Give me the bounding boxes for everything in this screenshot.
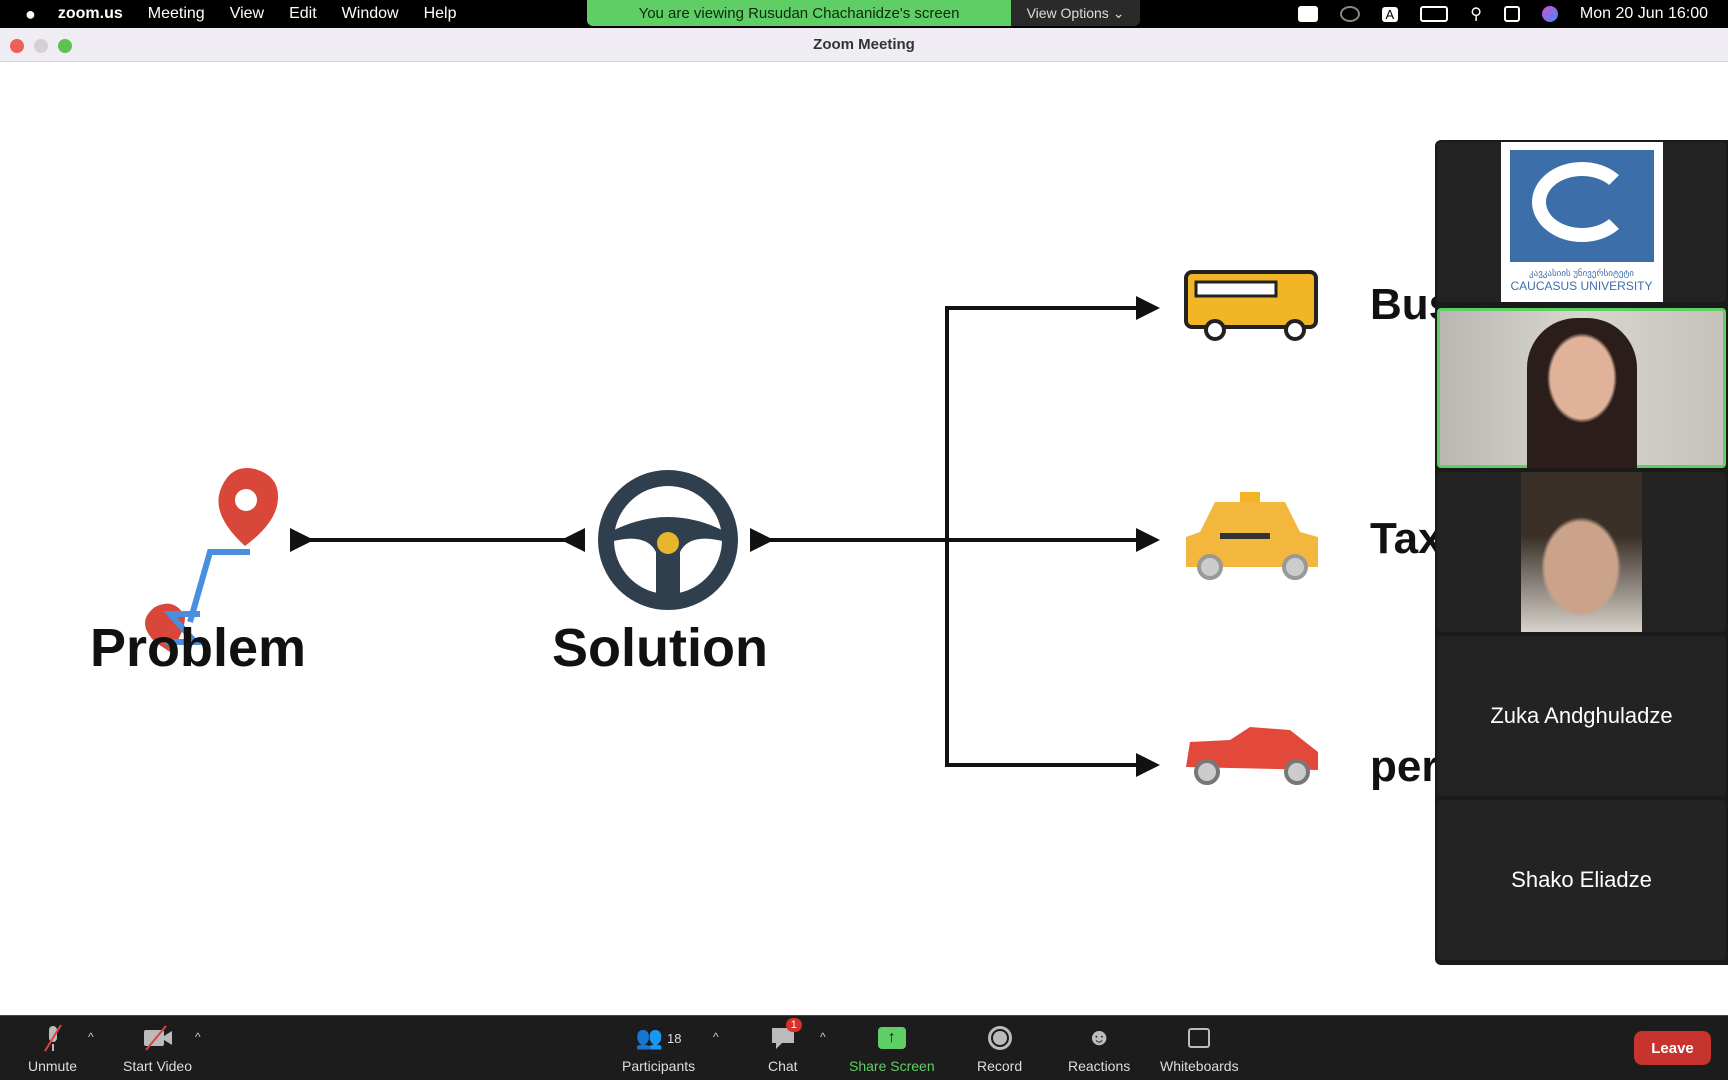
chat-badge: 1 [785,1018,802,1032]
menu-meeting[interactable]: Meeting [147,5,205,22]
reactions-button[interactable]: ☻ Reactions [1068,1024,1130,1074]
problem-label: Problem [90,618,307,678]
arrowheads [290,296,1160,777]
bus-icon [1184,270,1318,341]
participants-icon-group: 👥18 [636,1024,682,1052]
leave-button[interactable]: Leave [1634,1031,1711,1065]
logo-text-georgian: კავკასიის უნივერსიტეტი [1529,268,1634,278]
title-bar: Zoom Meeting [0,28,1728,62]
whiteboards-label: Whiteboards [1160,1058,1239,1074]
audio-options-caret[interactable]: ^ [88,1030,94,1044]
chat-icon: 1 [770,1018,802,1052]
video-off-icon [142,1024,174,1052]
menu-app[interactable]: zoom.us [57,5,123,22]
view-options-label: View Options [1026,5,1109,21]
reactions-label: Reactions [1068,1058,1131,1074]
menu-window[interactable]: Window [341,5,399,22]
battery-icon[interactable] [1420,6,1449,22]
status-area: A ⚲ Mon 20 Jun 16:00 [1297,0,1708,28]
minimize-button[interactable] [34,39,48,53]
record-label: Record [977,1058,1023,1074]
participant-tile-video[interactable] [1437,472,1726,632]
chat-caret[interactable]: ^ [820,1030,826,1044]
zoom-button[interactable] [58,39,72,53]
clock[interactable]: Mon 20 Jun 16:00 [1579,5,1708,22]
steering-wheel-icon [598,470,738,610]
unmute-button[interactable]: Unmute [28,1024,77,1074]
participants-count: 18 [667,1030,682,1046]
share-screen-label: Share Screen [849,1058,935,1074]
whiteboards-button[interactable]: Whiteboards [1160,1024,1239,1074]
participant-tile-shako[interactable]: Shako Eliadze [1437,800,1726,960]
participant-name: Shako Eliadze [1511,867,1652,892]
share-screen-icon: ↑ [877,1024,906,1052]
start-video-label: Start Video [123,1058,193,1074]
menu-edit[interactable]: Edit [289,5,317,22]
control-center-icon[interactable] [1503,6,1520,22]
apple-icon[interactable]: ● [25,3,36,24]
speaker-video [1526,318,1637,468]
window-title: Zoom Meeting [813,36,915,53]
taxi-icon [1186,492,1318,580]
participants-panel: კავკასიის უნივერსიტეტი CAUCASUS UNIVERSI… [1435,140,1728,965]
creative-cloud-icon[interactable] [1339,6,1360,22]
siri-icon[interactable] [1541,6,1558,22]
chat-label: Chat [768,1058,798,1074]
participant-video [1521,472,1642,632]
whiteboard-icon [1188,1024,1211,1052]
menu-view[interactable]: View [229,5,265,22]
record-icon [987,1024,1012,1052]
participants-label: Participants [622,1058,696,1074]
car-icon [1186,727,1318,785]
university-logo: კავკასიის უნივერსიტეტი CAUCASUS UNIVERSI… [1500,142,1663,302]
search-icon[interactable]: ⚲ [1470,6,1482,23]
participant-tile-active-speaker[interactable] [1437,308,1726,468]
mic-muted-icon [41,1024,65,1052]
participants-icon: 👥 [635,1025,664,1050]
reactions-icon: ☻ [1086,1024,1112,1051]
map-pin-icon [145,467,279,652]
input-source-icon[interactable]: A [1381,6,1399,22]
logo-text: CAUCASUS UNIVERSITY [1510,279,1653,293]
video-options-caret[interactable]: ^ [195,1030,201,1044]
share-screen-button[interactable]: ↑ Share Screen [849,1024,935,1074]
logo-mark-icon [1509,150,1654,262]
record-button[interactable]: Record [977,1024,1022,1074]
participant-tile-university[interactable]: კავკასიის უნივერსიტეტი CAUCASUS UNIVERSI… [1437,142,1726,302]
viewing-banner: You are viewing Rusudan Chachanidze's sc… [587,0,1011,26]
close-button[interactable] [10,39,24,53]
view-options-button[interactable]: View Options ⌄ [1011,0,1140,26]
participant-name: Zuka Andghuladze [1490,703,1673,728]
diagram [145,270,1318,785]
unmute-label: Unmute [28,1058,78,1074]
menu-help[interactable]: Help [423,5,457,22]
connector-lines [300,306,1145,767]
option-taxi-label: Tax [1370,514,1443,563]
start-video-button[interactable]: Start Video [123,1024,192,1074]
option-personal-label: per [1370,742,1439,791]
chevron-down-icon: ⌄ [1112,4,1125,21]
zoom-status-icon[interactable] [1297,6,1318,22]
participants-caret[interactable]: ^ [713,1030,719,1044]
solution-label: Solution [552,618,768,678]
participant-tile-zuka[interactable]: Zuka Andghuladze [1437,636,1726,796]
